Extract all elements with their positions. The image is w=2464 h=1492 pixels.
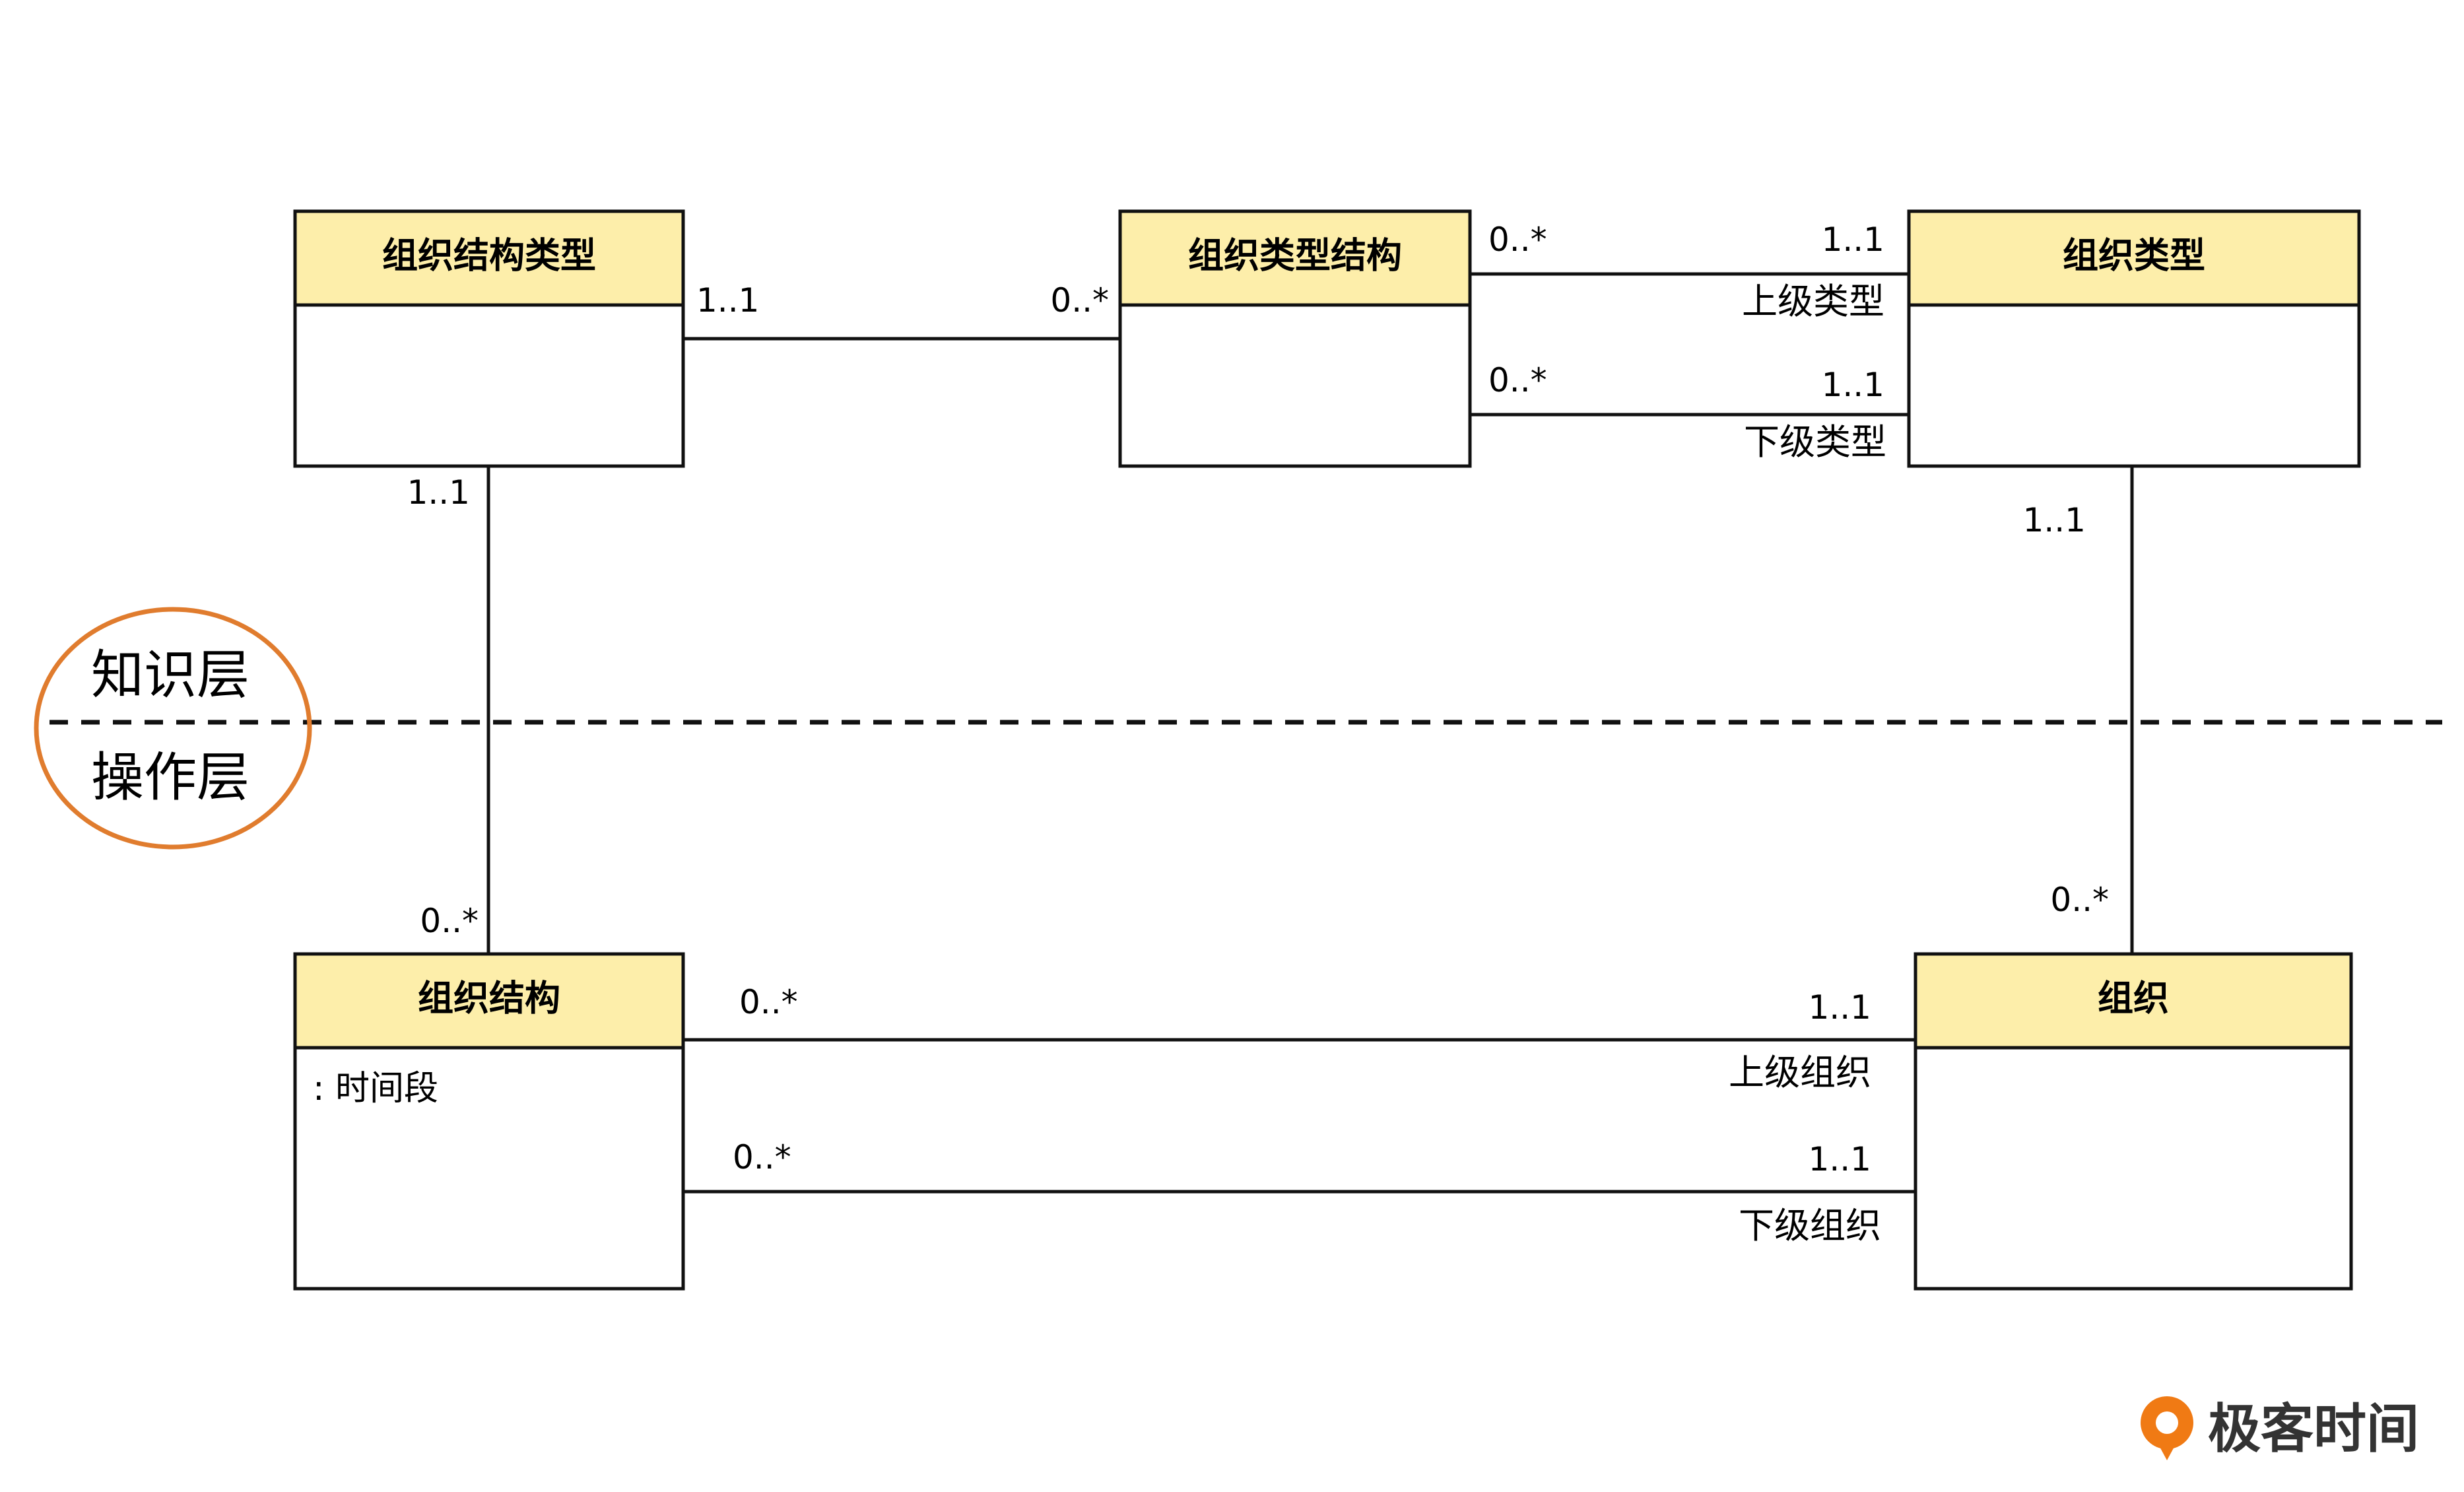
multiplicity-right: 1..1 (1809, 988, 1871, 1027)
multiplicity-left: 1..1 (696, 281, 759, 320)
role-label: 上级组织 (1729, 1052, 1871, 1093)
multiplicity-left: 0..* (733, 1138, 791, 1176)
layer-ring (34, 607, 312, 850)
multiplicity-right: 1..1 (1809, 1140, 1871, 1178)
multiplicity-bottom: 0..* (2050, 881, 2109, 919)
assoc-struct-org-lower: 0..* 1..1 下级组织 (683, 1138, 1915, 1246)
assoc-structtype-struct: 1..1 0..* (407, 466, 490, 954)
brand-logo: 极客时间 (2141, 1396, 2419, 1460)
class-org-structure-type: 组织结构类型 (293, 209, 685, 468)
multiplicity-top: 1..1 (407, 473, 470, 512)
multiplicity-left: 0..* (739, 983, 798, 1021)
class-org-type: 组织类型 (1907, 209, 2361, 468)
multiplicity-right: 1..1 (1822, 220, 1884, 259)
multiplicity-left: 0..* (1488, 361, 1547, 399)
class-org: 组织 (1914, 952, 2353, 1291)
role-label: 上级类型 (1742, 281, 1884, 322)
class-title: 组织结构类型 (382, 235, 596, 277)
layer-operation-label: 操作层 (91, 747, 250, 808)
class-title: 组织 (2098, 978, 2169, 1019)
multiplicity-right: 0..* (1050, 281, 1109, 320)
class-attribute: : 时间段 (313, 1069, 438, 1108)
brand-name: 极客时间 (2208, 1398, 2419, 1460)
assoc-typestruct-orgtype-upper: 0..* 1..1 上级类型 (1470, 220, 1909, 322)
multiplicity-bottom: 0..* (420, 902, 479, 940)
class-title: 组织类型 (2063, 235, 2205, 277)
assoc-struct-org-upper: 0..* 1..1 上级组织 (683, 983, 1915, 1093)
role-label: 下级组织 (1739, 1205, 1881, 1246)
class-org-type-structure: 组织类型结构 (1118, 209, 1472, 468)
assoc-typestruct-orgtype-lower: 0..* 1..1 下级类型 (1470, 361, 1909, 463)
role-label: 下级类型 (1744, 421, 1886, 463)
class-title: 组织类型结构 (1188, 235, 1402, 277)
layer-knowledge-label: 知识层 (91, 644, 250, 706)
multiplicity-right: 1..1 (1822, 366, 1884, 404)
layer-legend: 知识层 操作层 (34, 607, 312, 850)
multiplicity-left: 0..* (1488, 220, 1547, 259)
assoc-structtype-typestruct: 1..1 0..* (683, 281, 1120, 341)
class-org-structure: 组织结构 : 时间段 (293, 952, 685, 1291)
class-title: 组织结构 (418, 978, 560, 1019)
brand-logo-icon (2141, 1396, 2193, 1460)
multiplicity-top: 1..1 (2023, 501, 2086, 539)
assoc-orgtype-org: 1..1 0..* (2023, 466, 2134, 954)
